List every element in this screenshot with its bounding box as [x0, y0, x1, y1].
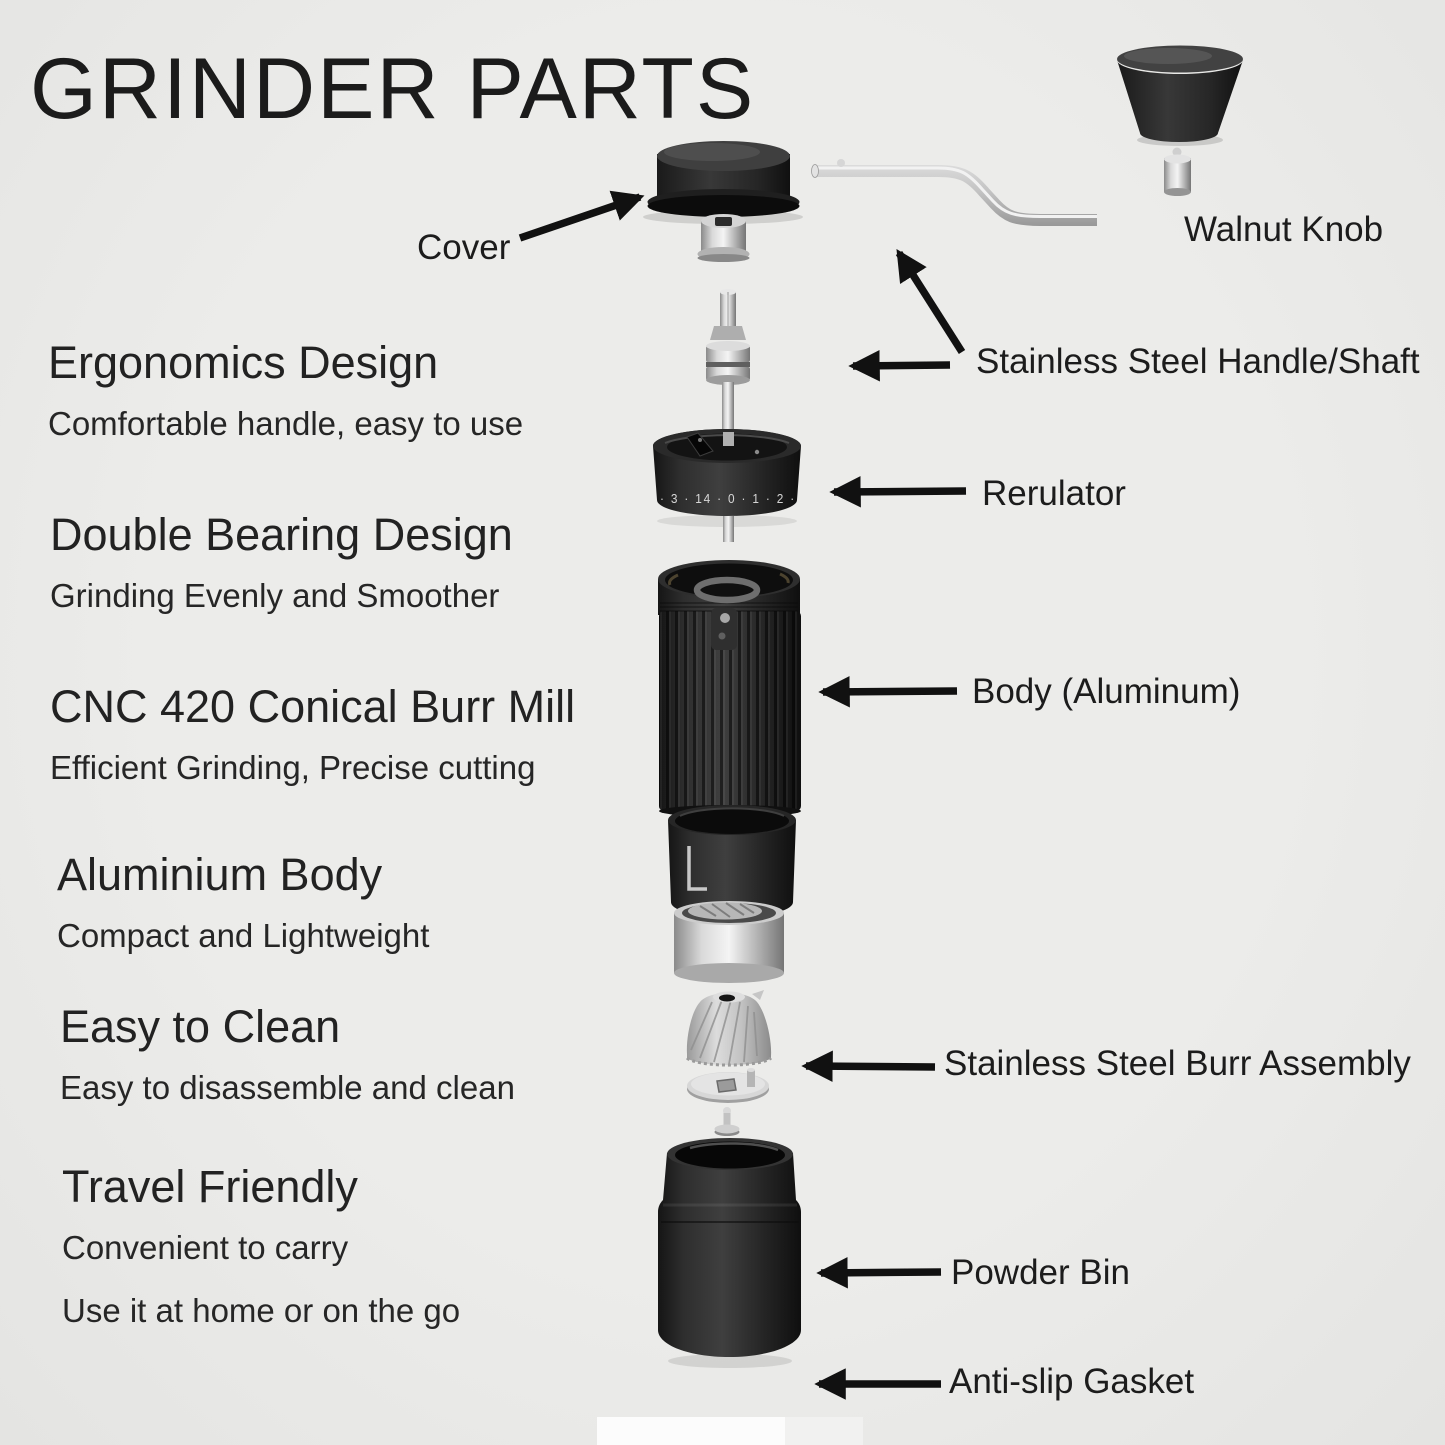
regulator-part: · 3 · 14 · 0 · 1 · 2 · — [653, 429, 801, 542]
burr-ring-part — [674, 901, 784, 983]
regulator-dial-markings: · 3 · 14 · 0 · 1 · 2 · — [660, 491, 796, 506]
body-label: Body (Aluminum) — [972, 672, 1241, 711]
handle-arrow — [895, 249, 966, 355]
feature-title: Double Bearing Design — [50, 509, 513, 560]
collar-part — [668, 805, 796, 917]
feature-title: Ergonomics Design — [48, 337, 439, 388]
burr-cone-part — [685, 990, 773, 1067]
burr-arrow — [801, 1050, 936, 1082]
shaft-arrow — [848, 349, 951, 382]
page-title: GRINDER PARTS — [30, 41, 756, 137]
cover-arrow — [518, 190, 645, 242]
walnut-knob-part — [1117, 45, 1243, 196]
feature-double-bearing: Double Bearing Design Grinding Evenly an… — [50, 510, 513, 616]
regulator-arrow — [829, 476, 967, 508]
arrows — [518, 190, 967, 1400]
feature-subtitle: Grinding Evenly and Smoother — [50, 577, 500, 614]
feature-title: Easy to Clean — [60, 1001, 341, 1052]
feature-easy-clean: Easy to Clean Easy to disassemble and cl… — [60, 1002, 515, 1108]
feature-subtitle: Efficient Grinding, Precise cutting — [50, 749, 536, 786]
feature-aluminium-body: Aluminium Body Compact and Lightweight — [57, 850, 429, 956]
feature-subtitle: Convenient to carry — [62, 1229, 349, 1266]
anti-slip-gasket-part — [597, 1417, 863, 1445]
powder-bin-part — [658, 1138, 801, 1357]
body-arrow — [818, 676, 958, 708]
feature-subtitle: Use it at home or on the go — [62, 1292, 461, 1329]
feature-subtitle: Easy to disassemble and clean — [60, 1069, 515, 1106]
handle-part — [811, 159, 1097, 226]
feature-subtitle: Comfortable handle, easy to use — [48, 405, 524, 442]
feature-title: CNC 420 Conical Burr Mill — [50, 681, 576, 732]
cover-part — [647, 141, 800, 262]
feature-burr-mill: CNC 420 Conical Burr Mill Efficient Grin… — [50, 682, 575, 788]
feature-ergonomics: Ergonomics Design Comfortable handle, ea… — [48, 338, 523, 444]
feature-travel-friendly: Travel Friendly Convenient to carry Use … — [62, 1162, 460, 1331]
burr-assembly-label: Stainless Steel Burr Assembly — [944, 1044, 1411, 1083]
powder-bin-label: Powder Bin — [951, 1253, 1130, 1292]
washer-part — [687, 1068, 769, 1103]
feature-title: Travel Friendly — [62, 1161, 358, 1212]
shaft-part — [706, 289, 750, 446]
powder-bin-arrow — [816, 1257, 942, 1289]
walnut-knob-label: Walnut Knob — [1184, 210, 1384, 249]
cover-label: Cover — [417, 228, 511, 267]
feature-title: Aluminium Body — [57, 849, 383, 900]
gasket-label: Anti-slip Gasket — [949, 1362, 1195, 1401]
feature-subtitle: Compact and Lightweight — [57, 917, 430, 954]
screw-part — [714, 1107, 740, 1136]
regulator-label: Rerulator — [982, 474, 1126, 513]
body-part — [658, 560, 801, 817]
handle-shaft-label: Stainless Steel Handle/Shaft — [976, 342, 1420, 381]
